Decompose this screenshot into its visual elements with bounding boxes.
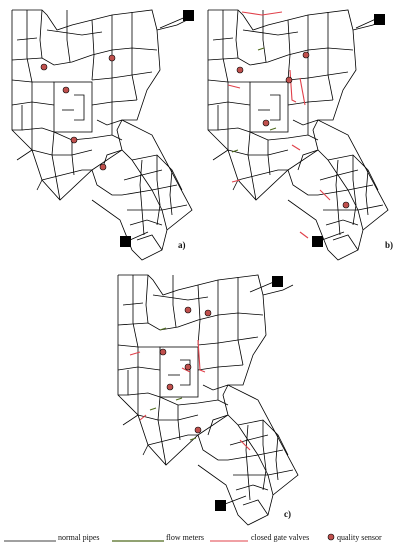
closed-valve-highlights xyxy=(129,339,251,451)
flow-meter-highlights xyxy=(149,327,197,441)
reservoir-icon xyxy=(312,14,385,247)
quality-sensor-group xyxy=(159,306,212,434)
legend-closed-valves-label: closed gate valves xyxy=(251,533,309,542)
quality-sensor-icon xyxy=(302,51,310,59)
quality-sensor-icon xyxy=(204,309,212,317)
panel-label-c: c) xyxy=(284,509,291,519)
legend-quality-sensor-icon xyxy=(327,533,335,541)
quality-sensor-icon xyxy=(262,119,270,127)
legend-quality-sensor-label: quality sensor xyxy=(337,533,382,542)
reservoir-icon xyxy=(215,276,283,511)
quality-sensor-icon xyxy=(99,163,107,171)
legend-normal-pipes-label: normal pipes xyxy=(58,533,100,542)
quality-sensor-icon xyxy=(236,66,244,74)
quality-sensor-icon xyxy=(159,348,167,356)
panel-c: c) xyxy=(117,274,299,526)
panel-b: b) xyxy=(207,9,393,261)
closed-valve-highlights xyxy=(227,11,331,239)
quality-sensor-icon xyxy=(184,306,192,314)
quality-sensor-group xyxy=(236,51,350,209)
reservoir-icon xyxy=(120,10,194,247)
panel-label-b: b) xyxy=(385,240,393,250)
quality-sensor-icon xyxy=(40,63,48,71)
quality-sensor-icon xyxy=(194,426,202,434)
panel-label-a: a) xyxy=(178,240,186,250)
legend: normal pipes flow meters closed gate val… xyxy=(4,533,382,542)
quality-sensor-icon xyxy=(108,54,116,62)
quality-sensor-icon xyxy=(285,76,293,84)
flow-meter-highlights xyxy=(231,47,277,153)
quality-sensor-icon xyxy=(62,86,70,94)
quality-sensor-group xyxy=(40,54,116,171)
quality-sensor-icon xyxy=(342,201,350,209)
legend-flow-meters-label: flow meters xyxy=(166,533,204,542)
quality-sensor-icon xyxy=(184,363,192,371)
panel-a: a) xyxy=(11,9,194,261)
quality-sensor-icon xyxy=(166,383,174,391)
quality-sensor-icon xyxy=(70,136,78,144)
